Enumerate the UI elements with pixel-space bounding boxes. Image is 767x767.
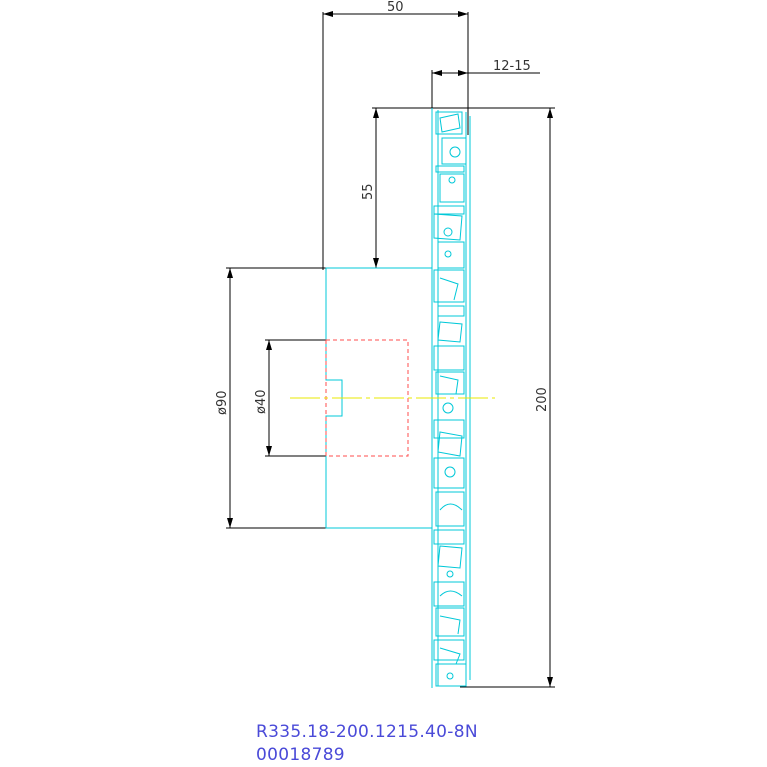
- dim-200-label: 200: [535, 387, 550, 412]
- insert-pockets: [433, 111, 467, 687]
- dimension-lines: [226, 12, 555, 688]
- dim-40-label: ø40: [254, 390, 269, 415]
- dimension-arrows: [227, 11, 553, 687]
- dim-90-label: ø90: [215, 391, 230, 416]
- part-number-label: 00018789: [256, 745, 345, 765]
- dim-55-label: 55: [361, 183, 376, 200]
- dim-12-15-label: 12-15: [493, 59, 531, 74]
- dim-50-label: 50: [387, 0, 404, 15]
- part-code-label: R335.18-200.1215.40-8N: [256, 722, 478, 742]
